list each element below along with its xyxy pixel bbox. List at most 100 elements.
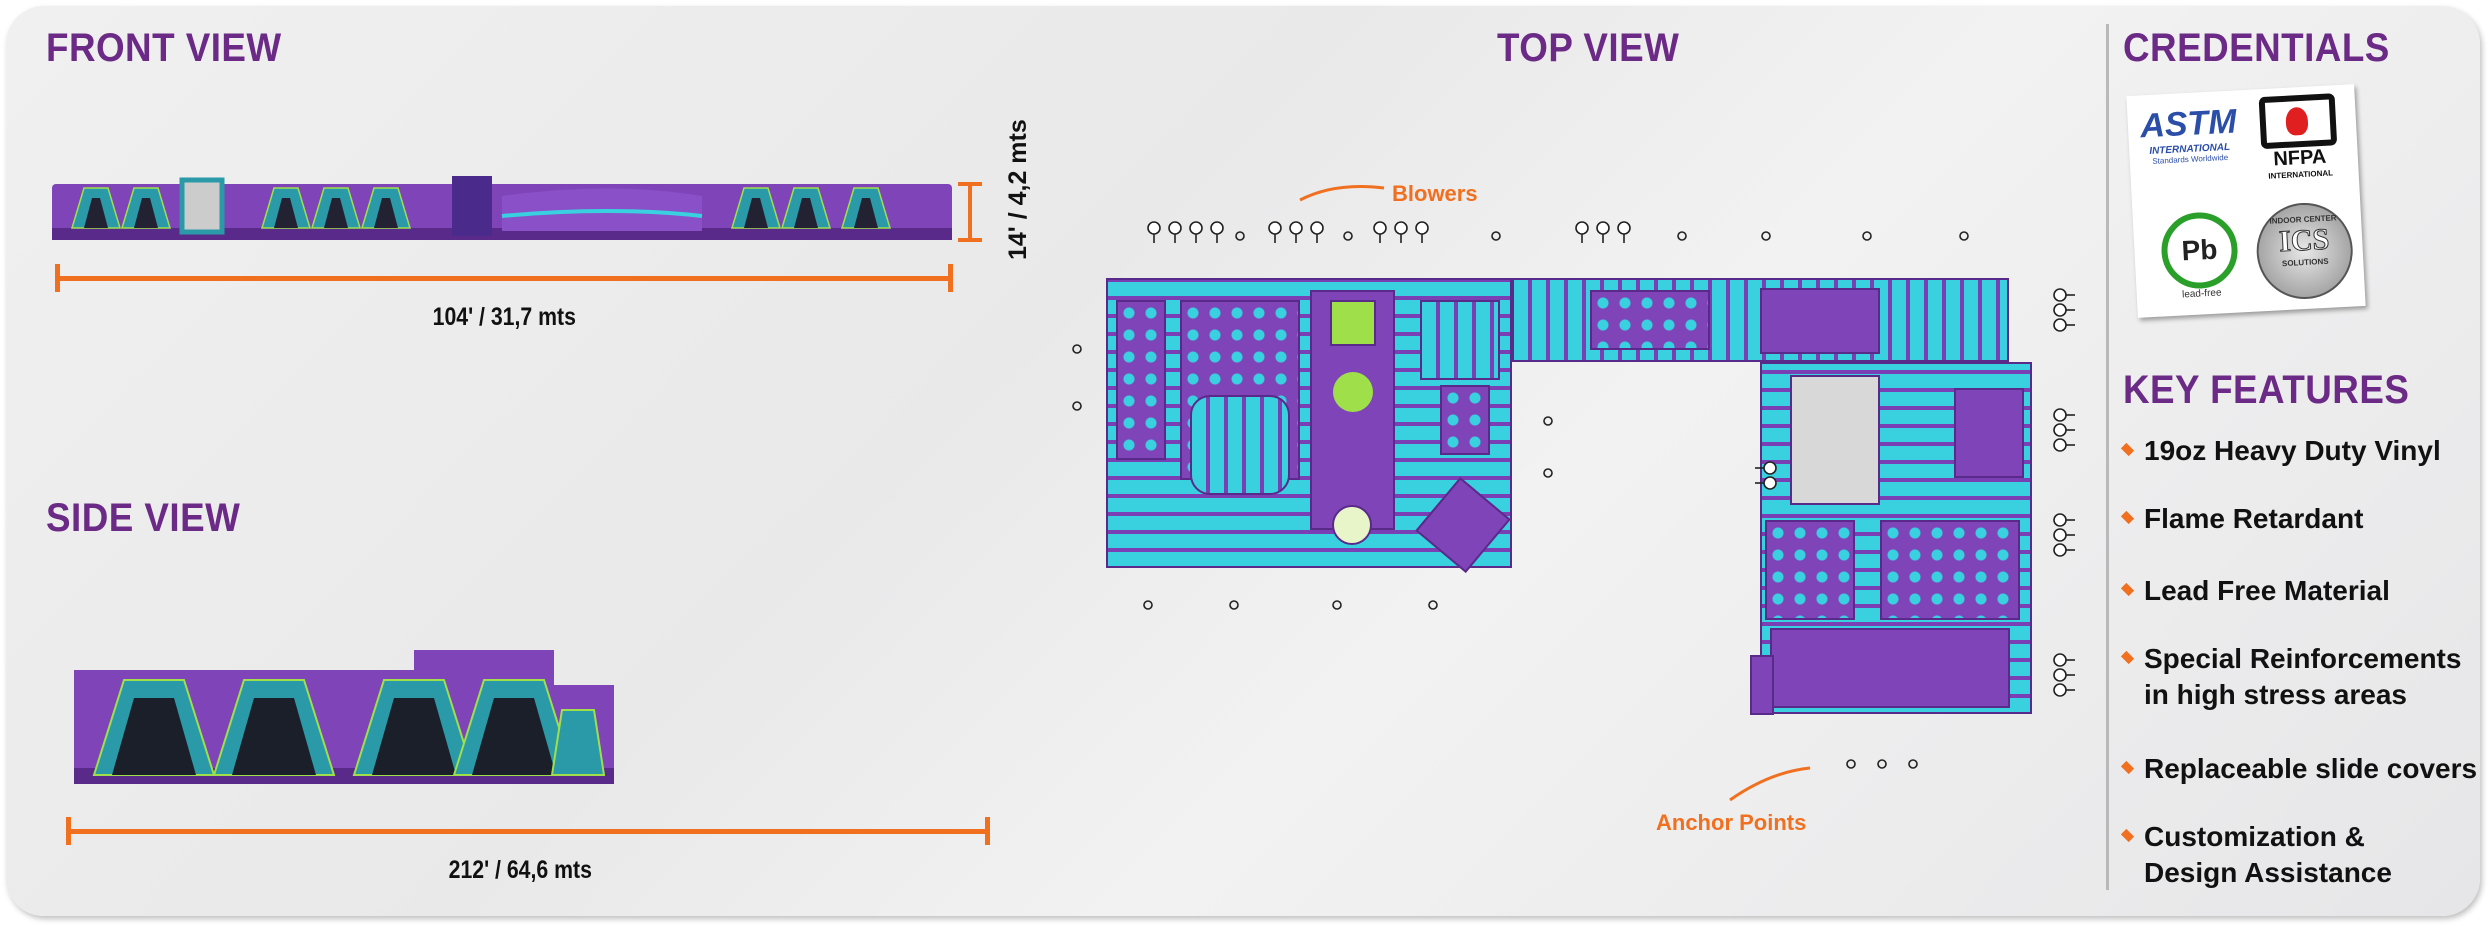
- front-tower: [452, 176, 492, 236]
- feature-item: Lead Free Material: [2120, 573, 2390, 609]
- front-arch-opening: [274, 198, 298, 228]
- bullet-diamond-icon: [2120, 650, 2135, 665]
- anchor-point-icon: [1862, 231, 1872, 241]
- front-view-illustration: [52, 176, 952, 240]
- anchor-point-icon: [1235, 231, 1245, 241]
- blower-head: [2053, 408, 2067, 422]
- blower-icon: [1168, 221, 1182, 243]
- lead-free-logo: Pb lead-free: [2153, 210, 2247, 302]
- blower-icon: [2053, 668, 2075, 682]
- front-arch-opening: [744, 198, 768, 228]
- floorplan-bouncer-ball: [1333, 372, 1373, 412]
- floorplan-section: [1750, 655, 1774, 715]
- blower-icon: [2053, 423, 2075, 437]
- anchor-point-icon: [1491, 231, 1501, 241]
- blower-icon: [1268, 221, 1282, 243]
- front-wave-stripe: [501, 209, 703, 218]
- blower-head: [1394, 221, 1408, 235]
- blower-head: [1596, 221, 1610, 235]
- lead-free-text: lead-free: [2181, 287, 2222, 301]
- front-width-cap-right: [948, 264, 953, 292]
- floorplan-section: [1116, 300, 1166, 460]
- blower-head: [2053, 513, 2067, 527]
- front-arch-opening: [84, 198, 108, 228]
- blower-head: [1189, 221, 1203, 235]
- flame-icon: [2285, 106, 2309, 136]
- anchor-point-icon: [1543, 416, 1553, 426]
- feature-text: Special Reinforcements: [2144, 643, 2462, 674]
- blower-head: [2053, 543, 2067, 557]
- nfpa-logo: NFPA INTERNATIONAL: [2247, 93, 2351, 182]
- side-view-title: SIDE VIEW: [46, 496, 241, 540]
- floorplan-section: [1440, 385, 1490, 455]
- side-view-illustration: [74, 650, 614, 784]
- anchor-point-icon: [1846, 759, 1856, 769]
- feature-text: Design Assistance: [2144, 857, 2392, 888]
- front-arch-opening: [134, 198, 158, 228]
- blower-icon: [1755, 476, 1777, 490]
- front-view-title: FRONT VIEW: [46, 26, 282, 70]
- blower-icon: [2053, 288, 2075, 302]
- astm-mark: ASTM: [2139, 102, 2238, 146]
- blower-icon: [1415, 221, 1429, 243]
- anchor-point-icon: [1959, 231, 1969, 241]
- ics-logo: INDOOR CENTER ICS SOLUTIONS: [2254, 200, 2356, 302]
- blower-icon: [1575, 221, 1589, 243]
- blower-icon: [1310, 221, 1324, 243]
- bullet-diamond-icon: [2120, 510, 2135, 525]
- feature-item: Replaceable slide covers: [2120, 751, 2477, 787]
- anchor-point-icon: [1332, 600, 1342, 610]
- front-width-cap-left: [55, 264, 60, 292]
- feature-item: Special Reinforcements in high stress are…: [2120, 641, 2462, 713]
- front-arch-opening: [374, 198, 398, 228]
- floorplan-octagon-section: [1190, 395, 1290, 495]
- blower-icon: [1373, 221, 1387, 243]
- blower-head: [2053, 668, 2067, 682]
- floorplan-section: [1590, 290, 1710, 350]
- bullet-diamond-icon: [2120, 760, 2135, 775]
- blower-head: [1168, 221, 1182, 235]
- bullet-diamond-icon: [2120, 828, 2135, 843]
- feature-text: in high stress areas: [2144, 679, 2408, 710]
- blower-head: [1289, 221, 1303, 235]
- anchor-point-icon: [1877, 759, 1887, 769]
- bullet-diamond-icon: [2120, 582, 2135, 597]
- anchor-point-icon: [1908, 759, 1918, 769]
- blower-head: [2053, 303, 2067, 317]
- side-arch-opening: [372, 698, 456, 775]
- front-slide: [179, 177, 225, 235]
- blower-icon: [2053, 303, 2075, 317]
- top-view-title: TOP VIEW: [1497, 26, 1680, 70]
- blower-head: [2053, 318, 2067, 332]
- height-dimension-cap-bottom: [958, 238, 982, 242]
- side-arch-opening: [472, 698, 556, 775]
- nfpa-frame-icon: [2258, 93, 2338, 150]
- side-arch-small: [550, 709, 606, 776]
- blower-icon: [1755, 461, 1777, 475]
- height-dimension-line: [968, 184, 972, 240]
- feature-item: Customization &Design Assistance: [2120, 819, 2392, 891]
- side-arch-opening: [112, 698, 196, 775]
- blower-head: [1415, 221, 1429, 235]
- blower-head: [1310, 221, 1324, 235]
- blower-icon: [2053, 683, 2075, 697]
- front-width-dimension-line: [56, 276, 952, 281]
- blower-icon: [2053, 408, 2075, 422]
- blower-icon: [2053, 543, 2075, 557]
- feature-text: 19oz Heavy Duty Vinyl: [2144, 435, 2441, 466]
- side-width-cap-right: [985, 817, 990, 845]
- blower-head: [1373, 221, 1387, 235]
- column-divider: [2106, 24, 2109, 890]
- blower-head: [2053, 438, 2067, 452]
- blower-icon: [1394, 221, 1408, 243]
- blower-icon: [2053, 318, 2075, 332]
- blower-head: [1147, 221, 1161, 235]
- floorplan-section: [1420, 300, 1500, 380]
- floorplan-section: [1765, 520, 1855, 620]
- anchor-point-icon: [1543, 468, 1553, 478]
- anchor-point-icon: [1072, 401, 1082, 411]
- front-arch-opening: [854, 198, 878, 228]
- floorplan-section: [1880, 520, 2020, 620]
- blower-icon: [1147, 221, 1161, 243]
- blower-icon: [2053, 438, 2075, 452]
